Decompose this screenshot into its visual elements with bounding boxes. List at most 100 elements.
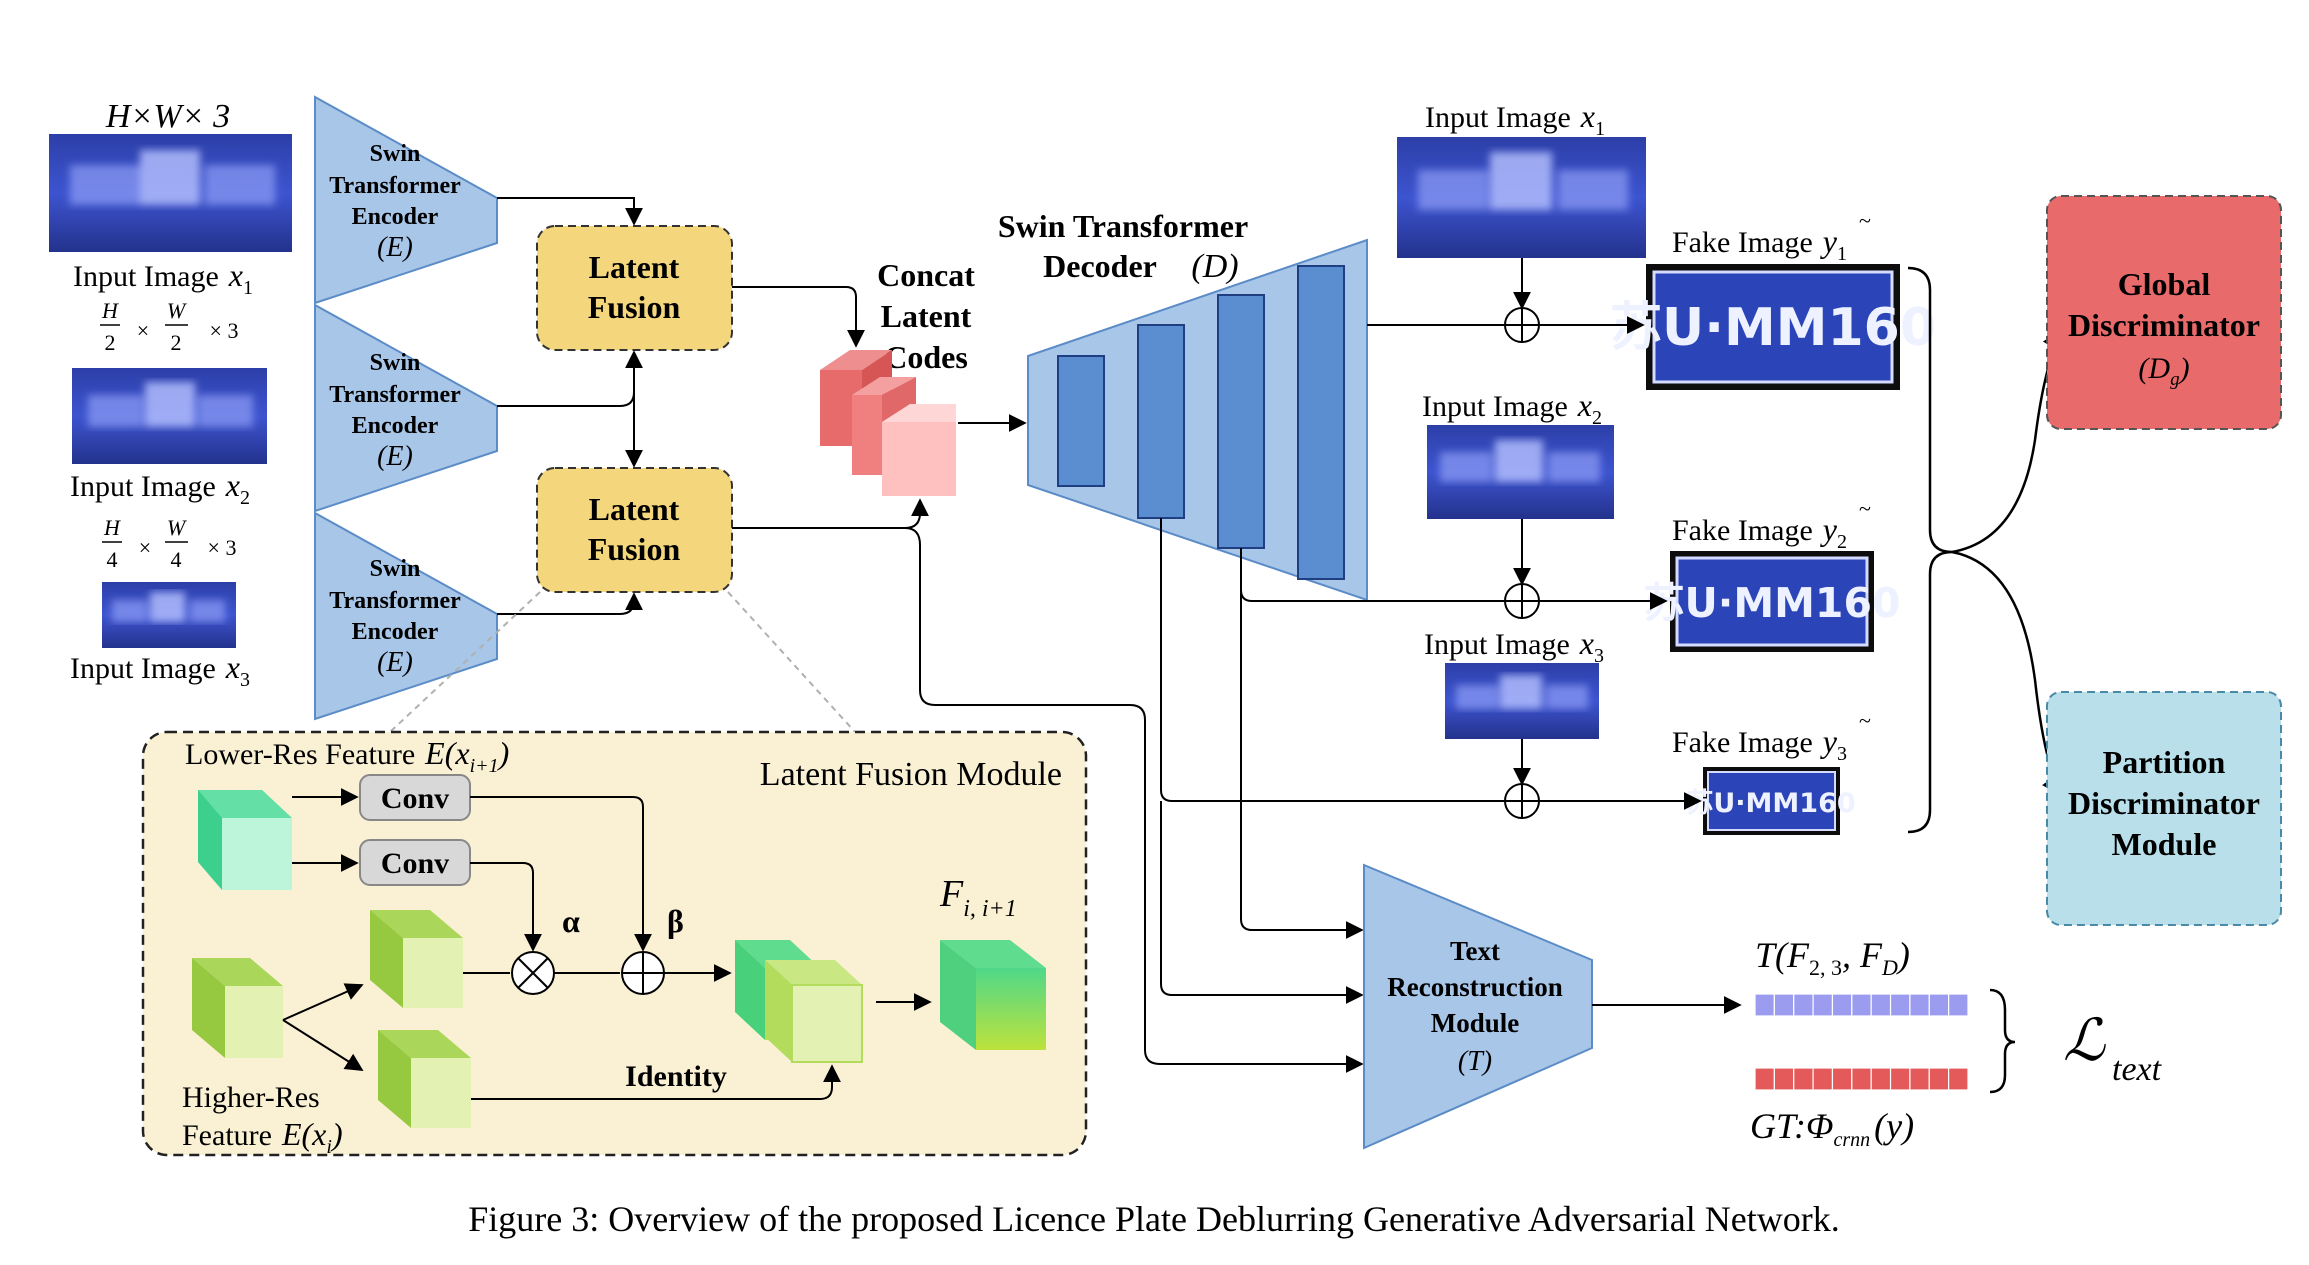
add-node [621,951,665,995]
gt-sequence-segment [1851,1067,1872,1091]
pred-sequence-segment [1793,993,1814,1017]
svg-text:Latent: Latent [589,249,680,285]
lower-res-cube [198,790,292,890]
svg-text:Codes: Codes [884,339,968,375]
svg-text:×: × [139,535,151,560]
svg-text:×: × [137,318,149,343]
conv-block-2: Conv [359,839,471,886]
sum-nodes [1504,307,1540,819]
svg-text:Conv: Conv [381,847,449,880]
svg-text:T(F2, 3, FD): T(F2, 3, FD) [1755,935,1910,980]
svg-text:(Dg): (Dg) [2138,352,2189,390]
alpha-label: α [562,903,580,939]
svg-text:(E): (E) [377,441,413,472]
svg-text:Encoder: Encoder [352,413,439,439]
svg-text:(E): (E) [377,232,413,263]
pred-sequence-segment [1889,993,1911,1017]
svg-text:H: H [101,298,119,323]
input-image-x2-left [72,368,267,464]
output-cube [940,940,1046,1050]
right-input-x3-image [1445,663,1599,739]
svg-text:Concat: Concat [877,257,975,293]
svg-text:Latent: Latent [881,298,972,334]
higher-res-cube [192,958,283,1058]
concat-latent-codes-label: Concat Latent Codes [877,257,975,375]
svg-text:Partition: Partition [2103,744,2226,780]
pred-sequence-segment [1812,993,1834,1017]
svg-text:ℒ: ℒ [2063,1006,2106,1074]
gt-sequence-segment [1870,1067,1892,1091]
latent-fusion-bottom: Latent Fusion [536,467,733,593]
svg-text:苏U·MM160: 苏U·MM160 [1643,579,1900,627]
gt-sequence-segment [1928,1067,1950,1091]
svg-text:(D): (D) [1191,248,1238,285]
pred-sequence-segment [1909,993,1930,1017]
encoder-fusion-connectors [497,197,643,615]
svg-text:Discriminator: Discriminator [2068,785,2260,821]
svg-text:Encoder: Encoder [352,204,439,230]
multiply-node [511,951,555,995]
svg-text:Transformer: Transformer [329,588,461,614]
dims-half: H 2 × W 2 × 3 [100,298,238,355]
right-input-x1-image [1397,137,1646,258]
swin-decoder-label: Swin Transformer Decoder (D) [998,208,1248,285]
svg-text:Fusion: Fusion [588,289,681,325]
conv-block-1: Conv [359,774,471,821]
partition-discriminator: Partition Discriminator Module [2046,691,2282,926]
fake-y3-plate: 苏U·MM160 [1686,767,1856,835]
svg-text:Swin: Swin [370,141,421,167]
gt-sequence-segment [1831,1067,1853,1091]
svg-text:Encoder: Encoder [352,619,439,645]
decoder-output-connectors [1160,258,1702,1004]
svg-text:Module: Module [2112,826,2217,862]
svg-text:Module: Module [1431,1008,1520,1038]
svg-text:Conv: Conv [381,782,449,815]
concat-connectors [732,286,1364,1073]
pred-sequence-segment [1831,993,1853,1017]
fake-y1-plate: 苏U·MM160 [1610,264,1936,390]
pred-sequence-segment [1870,993,1892,1017]
svg-text:Decoder: Decoder [1043,248,1157,284]
svg-text:W: W [167,515,187,540]
pred-sequence-segment [1948,993,1969,1017]
fake-y2-plate: 苏U·MM160 [1643,551,1901,652]
loss-brace [1989,988,2016,1094]
svg-text:Text: Text [1450,936,1500,966]
figure-caption: Figure 3: Overview of the proposed Licen… [468,1199,1840,1239]
svg-text:Global: Global [2118,266,2211,302]
svg-text:苏U·MM160: 苏U·MM160 [1686,788,1855,819]
svg-text:GT:Φcrnn(y): GT:Φcrnn(y) [1750,1106,1914,1151]
fused-concat-cube [735,940,863,1063]
svg-text:H: H [103,515,121,540]
gt-sequence-segment [1909,1067,1930,1091]
svg-text:text: text [2112,1051,2163,1088]
f-output-label: Fi, i+1 [939,873,1017,922]
svg-text:Fusion: Fusion [588,531,681,567]
split-cube-top [370,910,463,1008]
svg-text:W: W [167,298,187,323]
zoom-lines [389,591,856,733]
gt-sequence-segment [1948,1067,1969,1091]
svg-text:2: 2 [171,330,182,355]
svg-text:(T): (T) [1458,1046,1492,1077]
svg-text:(E): (E) [377,647,413,678]
svg-text:Swin Transformer: Swin Transformer [998,208,1248,244]
lfm-connectors [282,788,932,1100]
pred-sequence-segment [1851,993,1872,1017]
